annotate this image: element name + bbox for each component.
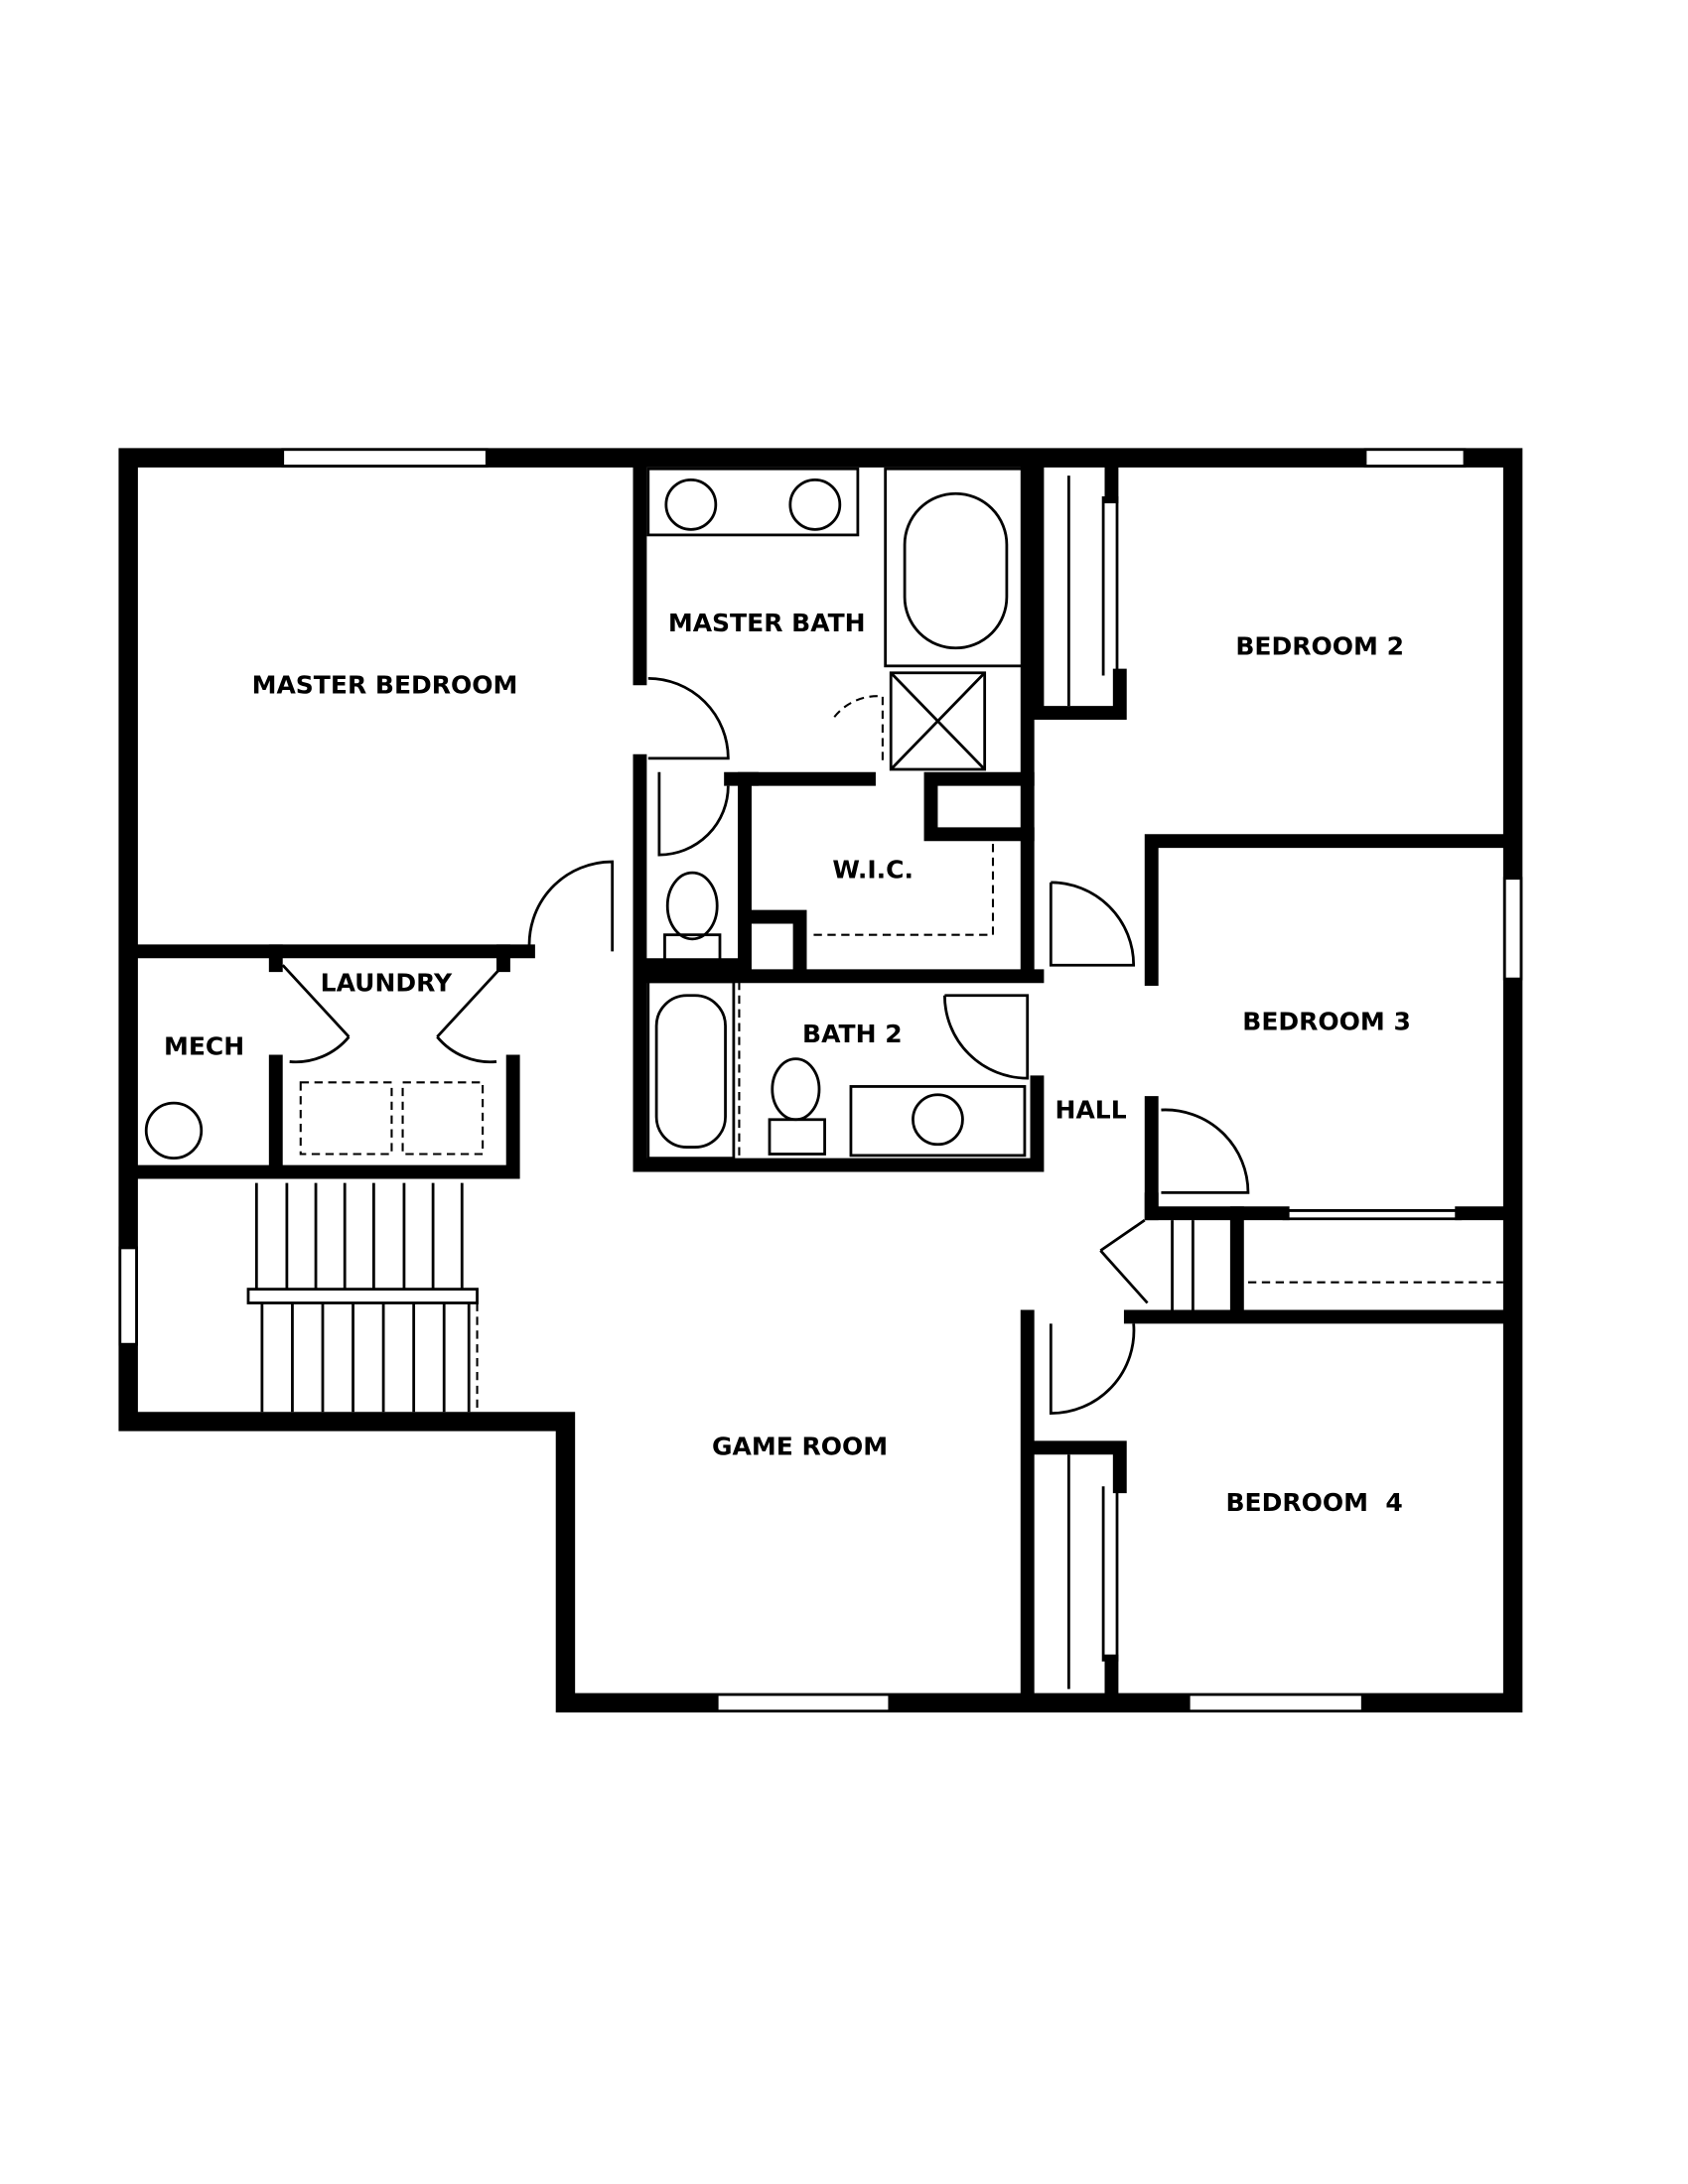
room-label-bedroom-3: BEDROOM 3: [1242, 1008, 1411, 1036]
room-label-bath-2: BATH 2: [802, 1020, 903, 1048]
toilet-tank: [663, 933, 722, 967]
shower: [889, 671, 987, 771]
room-label-game-room: GAME ROOM: [712, 1432, 888, 1460]
toilet-icon: [771, 1057, 821, 1122]
dryer: [401, 1081, 485, 1156]
bathtub: [646, 980, 736, 1160]
window: [1363, 448, 1467, 468]
room-label-wic: W.I.C.: [832, 856, 914, 885]
bathtub: [884, 467, 1025, 668]
room-label-bedroom-2: BEDROOM 2: [1235, 632, 1404, 661]
window: [281, 448, 489, 468]
room-label-master-bath: MASTER BATH: [668, 609, 866, 637]
sink-icon: [912, 1093, 964, 1147]
window: [715, 1693, 892, 1712]
exterior-walls: [118, 448, 1523, 1712]
interior-walls: [130, 460, 1520, 1701]
doors: [281, 676, 1250, 1416]
window: [1187, 1693, 1364, 1712]
vanity: [646, 467, 860, 537]
toilet-icon: [665, 871, 719, 941]
room-label-hall: HALL: [1055, 1095, 1127, 1124]
room-label-master-bedroom: MASTER BEDROOM: [252, 671, 518, 700]
bathtub-inner: [903, 491, 1009, 650]
stairs: [246, 1182, 479, 1413]
room-labels: MASTER BEDROOM MASTER BATH W.I.C. BEDROO…: [164, 609, 1411, 1517]
washer: [299, 1081, 393, 1156]
windows: [118, 448, 1523, 1712]
room-label-bedroom-4: BEDROOM 4: [1225, 1488, 1402, 1517]
closet-doors: [772, 476, 1503, 1690]
water-heater-icon: [144, 1101, 204, 1160]
window: [1502, 877, 1523, 981]
room-label-laundry: LAUNDRY: [321, 969, 453, 998]
sink-icon: [788, 478, 842, 531]
window: [118, 1246, 138, 1346]
vanity: [849, 1085, 1027, 1158]
room-label-mech: MECH: [164, 1032, 244, 1061]
sink-icon: [664, 478, 718, 531]
fixtures: [144, 467, 1027, 1160]
